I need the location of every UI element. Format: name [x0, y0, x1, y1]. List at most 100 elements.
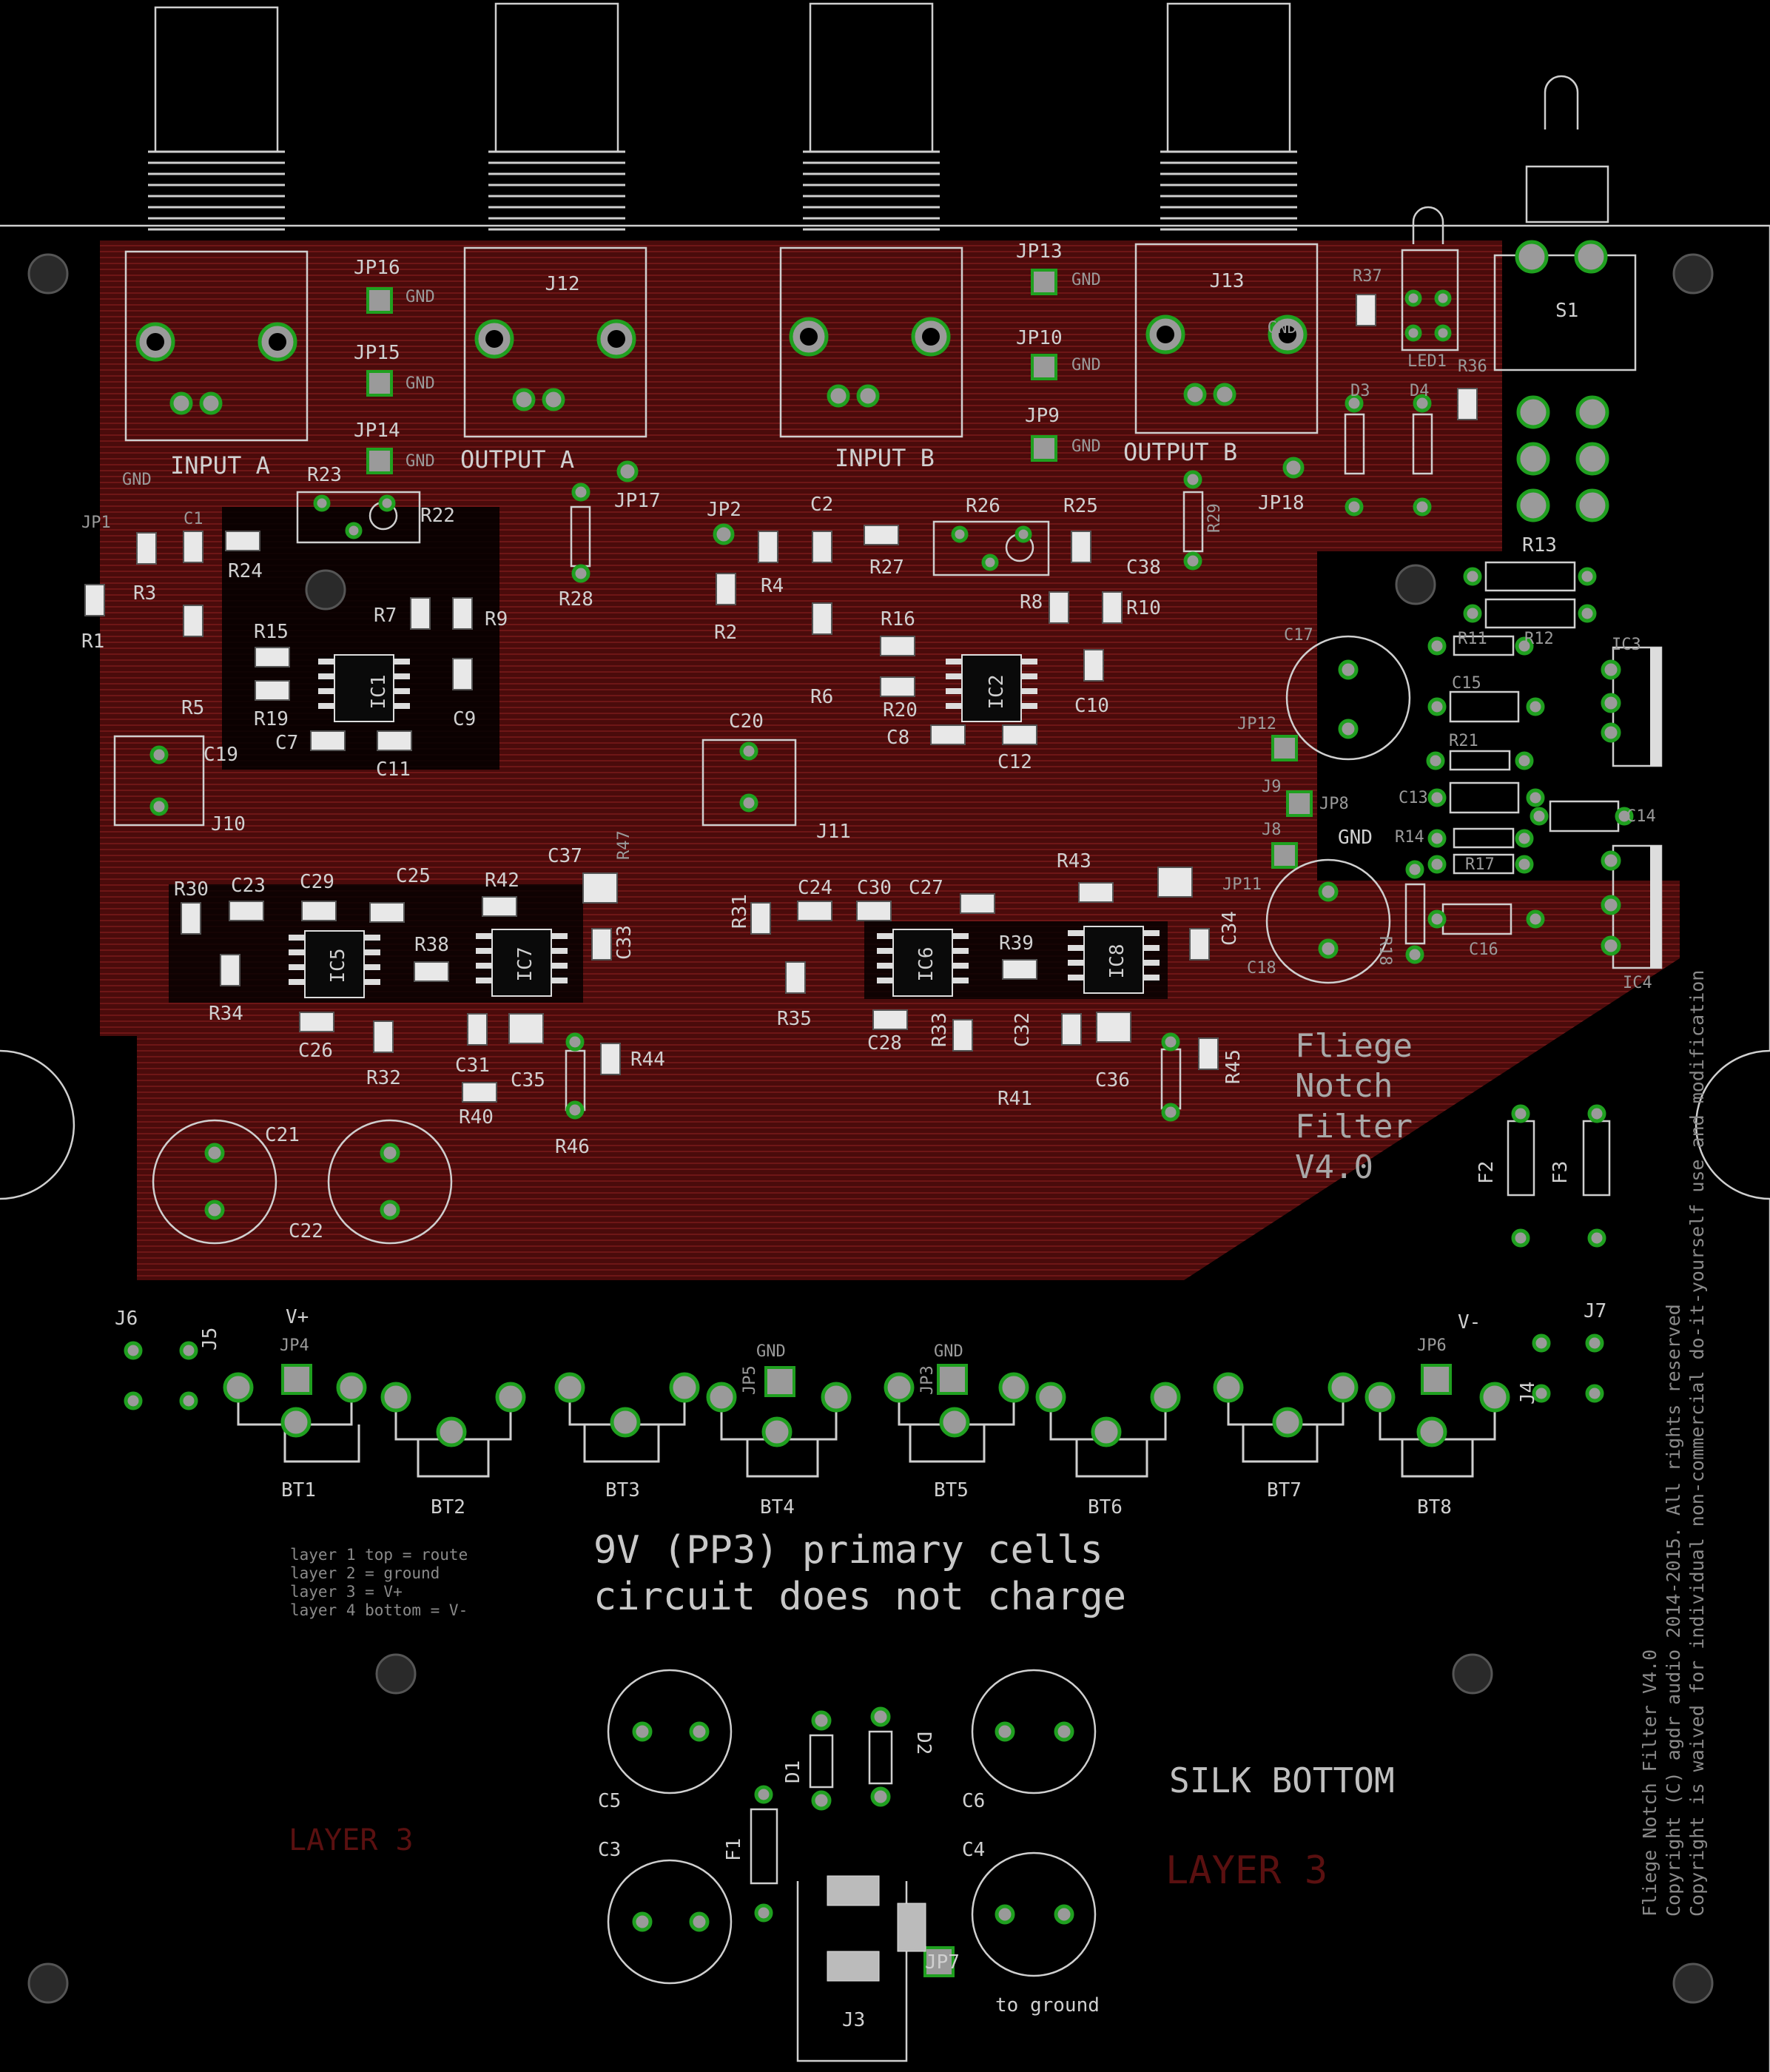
label-jp1: JP1	[81, 514, 111, 532]
label-jp9: JP9	[1025, 405, 1060, 427]
label-c7: C7	[275, 732, 298, 754]
cells-note-2: circuit does not charge	[593, 1575, 1126, 1619]
label-ic8: IC8	[1106, 944, 1128, 979]
title-line-1: Fliege	[1295, 1027, 1413, 1065]
label-r39: R39	[999, 932, 1034, 955]
copper-pour-top	[100, 240, 1680, 1280]
label-to-ground: to ground	[995, 1994, 1100, 2016]
axial-components[interactable]	[565, 394, 1634, 1923]
layer3-label-right: LAYER 3	[1165, 1849, 1328, 1893]
bnc-connector-j2[interactable]	[779, 2, 963, 438]
cells-note-1: 9V (PP3) primary cells	[593, 1528, 1103, 1572]
label-bt1: BT1	[281, 1479, 316, 1501]
connector-label-output-a: OUTPUT A	[460, 445, 574, 474]
label-c30: C30	[857, 877, 892, 899]
ic8[interactable]	[1068, 926, 1160, 994]
ic6[interactable]	[877, 929, 969, 997]
label-r33: R33	[929, 1012, 951, 1047]
label-c18: C18	[1247, 959, 1276, 978]
ic7[interactable]	[476, 929, 568, 997]
title-line-3: Filter	[1295, 1108, 1413, 1146]
label-r6: R6	[810, 686, 833, 708]
label-j5: J5	[199, 1328, 221, 1350]
label-bt3: BT3	[605, 1479, 640, 1501]
label-r1: R1	[81, 630, 104, 653]
label-ic4: IC4	[1623, 974, 1652, 992]
electrolytic-capacitors[interactable]	[152, 635, 1411, 1985]
label-r47: R47	[615, 830, 633, 860]
regulator-ic3[interactable]	[1601, 646, 1663, 767]
label-c37: C37	[548, 845, 582, 867]
label-r43: R43	[1057, 850, 1091, 872]
battery-clips[interactable]	[237, 1391, 1496, 1478]
label-gnd-j13: GND	[1268, 319, 1297, 337]
label-c35: C35	[511, 1069, 545, 1092]
label-c12: C12	[997, 751, 1032, 773]
label-jp18: JP18	[1258, 492, 1305, 514]
label-c28: C28	[867, 1032, 902, 1054]
label-r10: R10	[1126, 597, 1161, 619]
label-gnd-jp5: GND	[756, 1342, 786, 1361]
label-r21: R21	[1449, 732, 1478, 750]
label-gnd-jp10: GND	[1071, 356, 1101, 374]
ic2[interactable]	[946, 654, 1037, 722]
label-r2: R2	[714, 622, 737, 644]
trimmer-r23[interactable]	[296, 491, 421, 544]
toggle-switch-s1[interactable]	[1493, 75, 1637, 522]
label-j13: J13	[1210, 270, 1245, 292]
label-j12: J12	[545, 273, 580, 295]
label-r37: R37	[1353, 267, 1382, 286]
label-bt5: BT5	[934, 1479, 969, 1501]
label-c36: C36	[1095, 1069, 1130, 1092]
bnc-connector-j12[interactable]	[463, 2, 647, 438]
label-c24: C24	[798, 877, 832, 899]
label-j6: J6	[115, 1308, 138, 1330]
bnc-connector-j13[interactable]	[1134, 2, 1319, 434]
label-gnd-jp14: GND	[406, 452, 435, 471]
label-c25: C25	[396, 865, 431, 887]
film-capacitors[interactable]	[113, 735, 797, 827]
jumper-pads[interactable]	[281, 269, 1452, 1977]
label-jp10: JP10	[1016, 327, 1063, 349]
label-jp6: JP6	[1417, 1336, 1447, 1355]
label-j9: J9	[1262, 778, 1282, 796]
label-r11: R11	[1458, 630, 1487, 648]
copyright-line-3: Copyright is waived for individual non-c…	[1686, 970, 1708, 1917]
silkscreen-labels: J12 J13 INPUT A OUTPUT A INPUT B OUTPUT …	[81, 240, 1708, 2031]
regulator-ic4[interactable]	[1601, 844, 1663, 969]
label-c22: C22	[289, 1220, 323, 1242]
label-j3: J3	[842, 2009, 865, 2031]
label-f3: F3	[1549, 1161, 1572, 1184]
led-1[interactable]	[1401, 206, 1459, 352]
label-r24: R24	[228, 560, 263, 582]
label-c9: C9	[453, 708, 476, 730]
dc-jack-j3[interactable]	[796, 1875, 926, 2062]
label-jp16: JP16	[354, 257, 400, 279]
ic5[interactable]	[289, 930, 380, 998]
smd-components[interactable]	[84, 294, 1478, 1103]
label-r26: R26	[966, 495, 1000, 517]
label-c8: C8	[886, 727, 909, 749]
ic1[interactable]	[318, 654, 410, 722]
label-c11: C11	[376, 758, 411, 781]
bnc-connector-j1[interactable]	[124, 6, 309, 442]
label-j7: J7	[1584, 1300, 1606, 1322]
label-r5: R5	[181, 697, 204, 719]
label-r15: R15	[254, 621, 289, 643]
label-r7: R7	[374, 605, 397, 627]
diodes-d1-d2[interactable]	[809, 1706, 893, 1811]
copyright-line-1: Fliege Notch Filter V4.0	[1639, 1649, 1660, 1917]
label-c4: C4	[962, 1839, 985, 1861]
trimmer-r26[interactable]	[932, 520, 1050, 576]
label-c20: C20	[729, 710, 764, 733]
label-r31: R31	[729, 894, 751, 929]
label-f2: F2	[1475, 1161, 1498, 1184]
label-ic3: IC3	[1612, 636, 1641, 654]
battery-pads	[124, 1333, 1604, 1447]
label-r4: R4	[761, 575, 784, 597]
label-led1: LED1	[1407, 352, 1447, 371]
label-r25: R25	[1063, 495, 1098, 517]
label-c19: C19	[203, 744, 238, 766]
label-r29: R29	[1205, 503, 1224, 533]
